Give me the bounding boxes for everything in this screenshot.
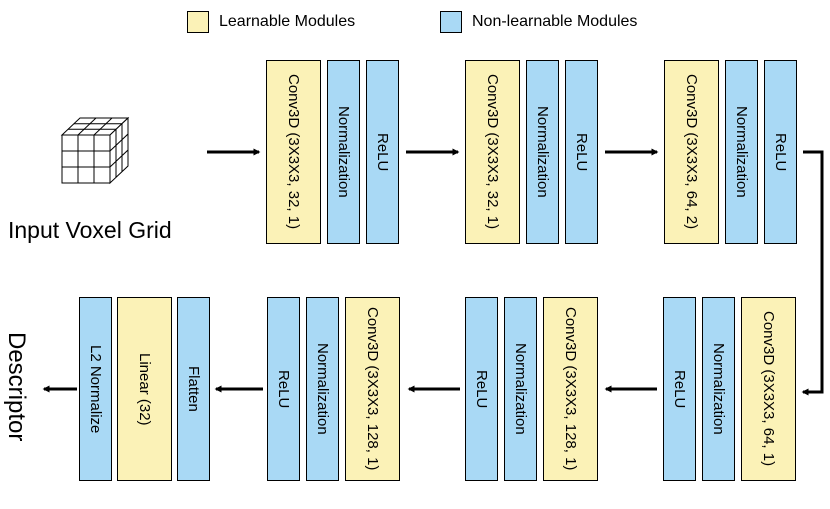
block-conv3d-2-label: Conv3D (3X3X3, 32, 1) — [484, 74, 501, 230]
block-normalization-2: Normalization — [526, 60, 559, 244]
block-normalization-1: Normalization — [327, 60, 360, 244]
block-relu-5: ReLU — [465, 297, 498, 481]
block-normalization-5: Normalization — [504, 297, 537, 481]
block-l2-normalize: L2 Normalize — [79, 297, 112, 481]
block-relu-6-label: ReLU — [275, 369, 292, 409]
legend-non-learnable-swatch — [440, 11, 462, 33]
block-conv3d-5-label: Conv3D (3X3X3, 128, 1) — [562, 307, 579, 471]
block-relu-6: ReLU — [267, 297, 300, 481]
block-conv3d-3-label: Conv3D (3X3X3, 64, 2) — [683, 74, 700, 230]
block-conv3d-6: Conv3D (3X3X3, 128, 1) — [345, 297, 400, 481]
voxel-cube-icon — [60, 116, 130, 185]
block-relu-1-label: ReLU — [374, 132, 391, 172]
legend-non-learnable-label: Non-learnable Modules — [472, 13, 638, 30]
block-normalization-3-label: Normalization — [733, 106, 750, 198]
arrow-wrap-around — [801, 150, 824, 396]
block-conv3d-4: Conv3D (3X3X3, 64, 1) — [741, 297, 796, 481]
block-relu-1: ReLU — [366, 60, 399, 244]
block-relu-5-label: ReLU — [473, 369, 490, 409]
legend-learnable: Learnable Modules — [187, 10, 355, 34]
block-relu-3: ReLU — [764, 60, 797, 244]
legend-non-learnable: Non-learnable Modules — [440, 10, 637, 34]
block-relu-2-label: ReLU — [573, 132, 590, 172]
block-relu-4-label: ReLU — [671, 369, 688, 409]
block-relu-3-label: ReLU — [772, 132, 789, 172]
block-normalization-5-label: Normalization — [512, 343, 529, 435]
block-conv3d-4-label: Conv3D (3X3X3, 64, 1) — [760, 311, 777, 467]
block-normalization-4: Normalization — [702, 297, 735, 481]
block-relu-2: ReLU — [565, 60, 598, 244]
block-conv3d-5: Conv3D (3X3X3, 128, 1) — [543, 297, 598, 481]
block-normalization-1-label: Normalization — [335, 106, 352, 198]
block-linear: Linear (32) — [117, 297, 172, 481]
block-normalization-6: Normalization — [306, 297, 339, 481]
block-conv3d-1-label: Conv3D (3X3X3, 32, 1) — [285, 74, 302, 230]
block-flatten-label: Flatten — [185, 366, 202, 412]
block-conv3d-1: Conv3D (3X3X3, 32, 1) — [266, 60, 321, 244]
block-normalization-2-label: Normalization — [534, 106, 551, 198]
output-label: Descriptor — [3, 332, 30, 442]
block-flatten: Flatten — [177, 297, 210, 481]
block-normalization-6-label: Normalization — [314, 343, 331, 435]
block-linear-label: Linear (32) — [136, 352, 153, 426]
block-relu-4: ReLU — [663, 297, 696, 481]
block-conv3d-2: Conv3D (3X3X3, 32, 1) — [465, 60, 520, 244]
legend-learnable-label: Learnable Modules — [219, 13, 356, 30]
block-l2-normalize-label: L2 Normalize — [87, 344, 104, 434]
block-conv3d-6-label: Conv3D (3X3X3, 128, 1) — [364, 307, 381, 471]
block-conv3d-3: Conv3D (3X3X3, 64, 2) — [664, 60, 719, 244]
input-label: Input Voxel Grid — [8, 217, 172, 243]
legend-learnable-swatch — [187, 11, 209, 33]
block-normalization-3: Normalization — [725, 60, 758, 244]
block-normalization-4-label: Normalization — [710, 343, 727, 435]
